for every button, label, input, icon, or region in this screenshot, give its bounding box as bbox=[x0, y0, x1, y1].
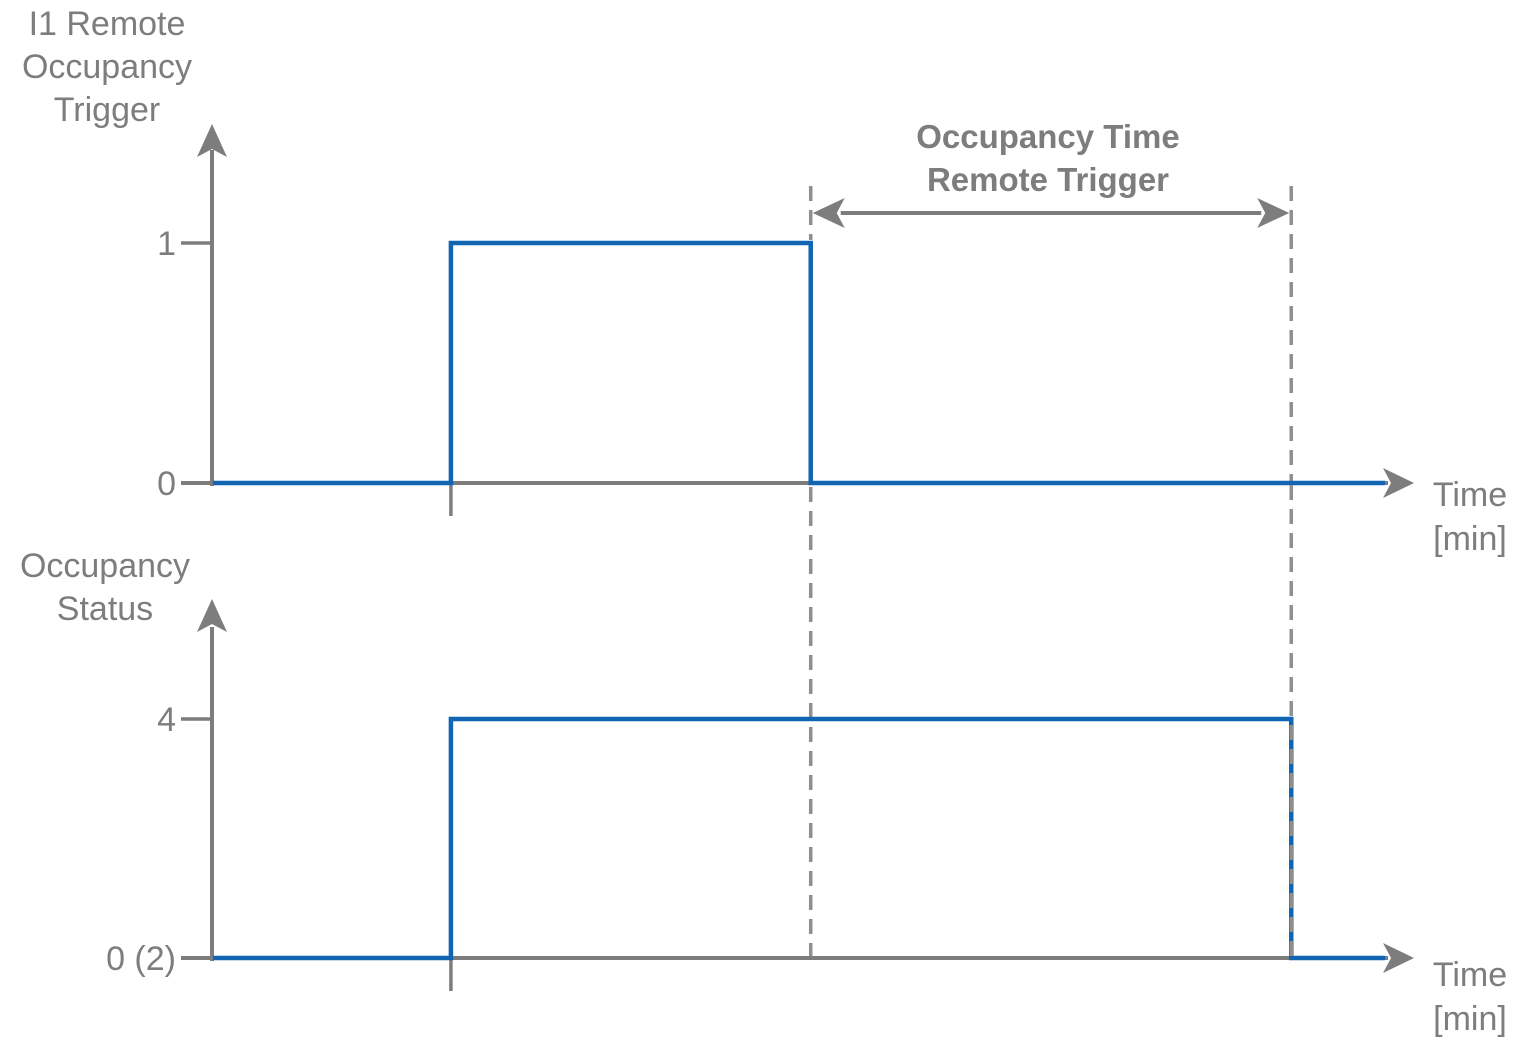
top-chart bbox=[181, 124, 1414, 516]
span-arrow-left-arrowhead-icon bbox=[812, 198, 845, 228]
annotation-label-line2: Remote Trigger bbox=[927, 161, 1169, 198]
top-x-axis-arrowhead-icon bbox=[1383, 468, 1414, 498]
status-signal-line bbox=[213, 716, 1385, 961]
occupancy-time-span-arrow bbox=[812, 198, 1290, 228]
top-y-axis-label-line2: Occupancy bbox=[22, 48, 192, 86]
span-arrow-right-arrowhead-icon bbox=[1257, 198, 1290, 228]
top-y-tick-label-0: 0 bbox=[157, 465, 176, 503]
top-y-axis-arrowhead-icon bbox=[197, 124, 227, 157]
bottom-x-axis-label-line2: [min] bbox=[1433, 1000, 1507, 1038]
bottom-y-axis-label-line1: Occupancy bbox=[20, 547, 190, 585]
trigger-signal-line bbox=[213, 240, 1385, 486]
labels: I1 Remote Occupancy Trigger 1 0 Occupanc… bbox=[20, 5, 1507, 1038]
annotation-label-line1: Occupancy Time bbox=[916, 118, 1180, 155]
bottom-y-axis-label-line2: Status bbox=[57, 590, 153, 628]
bottom-x-axis-arrowhead-icon bbox=[1383, 943, 1414, 973]
bottom-y-tick-label-4: 4 bbox=[157, 701, 176, 739]
bottom-chart bbox=[181, 599, 1414, 991]
bottom-y-tick-label-0-2: 0 (2) bbox=[106, 940, 176, 978]
top-y-axis-label-line1: I1 Remote bbox=[29, 5, 186, 43]
top-x-axis-label-line2: [min] bbox=[1433, 520, 1507, 558]
bottom-y-axis-arrowhead-icon bbox=[197, 599, 227, 632]
top-y-axis-label-line3: Trigger bbox=[54, 91, 160, 129]
bottom-x-axis-label-line1: Time bbox=[1433, 956, 1507, 994]
top-x-axis-label-line1: Time bbox=[1433, 476, 1507, 514]
top-y-tick-label-1: 1 bbox=[157, 225, 176, 263]
